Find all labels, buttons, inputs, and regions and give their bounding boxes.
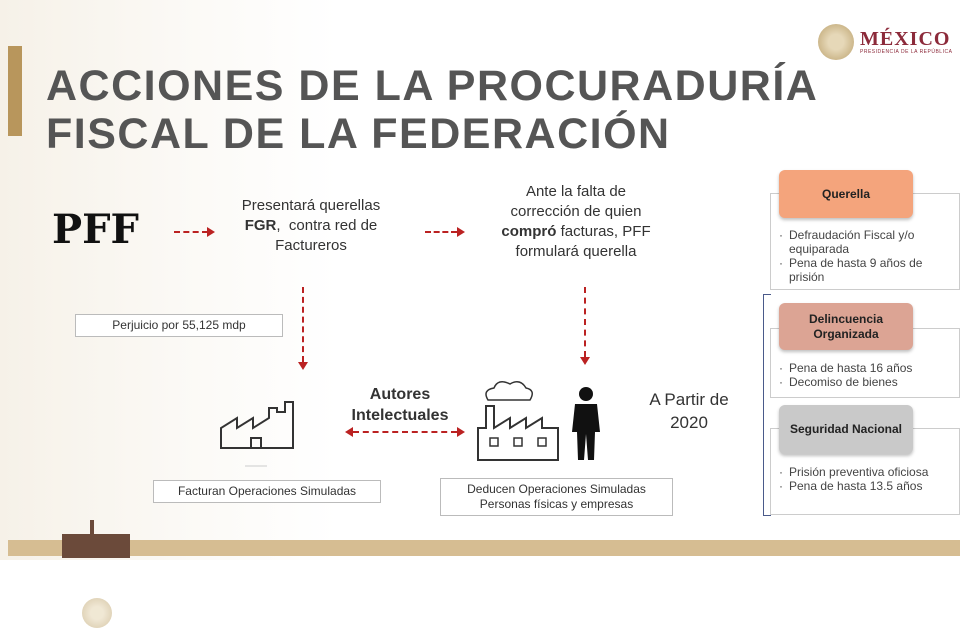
arrowhead (457, 227, 465, 237)
pff-label: PFF (52, 206, 139, 253)
bracket (763, 294, 771, 516)
delincuencia-header: Delincuencia Organizada (779, 303, 913, 350)
facturan-box: Facturan Operaciones Simuladas (153, 480, 381, 503)
seguridad-header: Seguridad Nacional (779, 405, 913, 454)
logo-subtext: PRESIDENCIA DE LA REPÚBLICA (860, 49, 953, 55)
person-icon (572, 387, 600, 460)
arrow-2 (425, 231, 457, 233)
querella-header: Querella (779, 170, 913, 218)
title-line-2: FISCAL DE LA FEDERACIÓN (46, 110, 671, 158)
arrowhead (207, 227, 215, 237)
factory-smoke-icon (477, 381, 559, 461)
perjuicio-box: Perjuicio por 55,125 mdp (75, 314, 283, 337)
double-arrow (353, 431, 457, 433)
arrow-1 (174, 231, 208, 233)
arrow-down-2 (584, 287, 586, 357)
arrowhead (580, 357, 590, 365)
logo-text: MÉXICO (860, 28, 951, 50)
title-line-1: ACCIONES DE LA PROCURADURÍA (46, 62, 819, 110)
seal-icon (82, 598, 112, 628)
arrowhead (298, 362, 308, 370)
page-title: ACCIONES DE LA PROCURADURÍA FISCAL DE LA… (46, 62, 818, 158)
footer-band (8, 540, 960, 556)
heroes-logo (62, 520, 130, 558)
mexico-logo: MÉXICO PRESIDENCIA DE LA REPÚBLICA (818, 24, 952, 60)
factory-icon (220, 401, 294, 467)
slide: ACCIONES DE LA PROCURADURÍA FISCAL DE LA… (0, 0, 964, 560)
seal-icon (818, 24, 854, 60)
arrowhead (345, 427, 353, 437)
arrowhead (457, 427, 465, 437)
arrow-down-1 (302, 287, 304, 362)
accent-bar (8, 46, 22, 136)
